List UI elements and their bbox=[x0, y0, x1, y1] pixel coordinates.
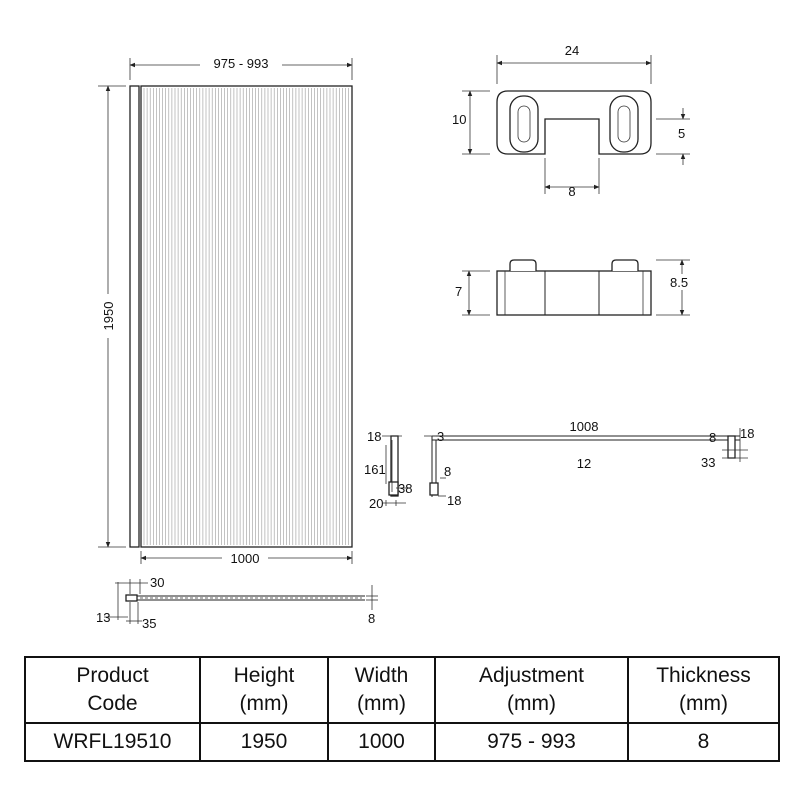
plan-top-offset-label: 30 bbox=[150, 575, 164, 590]
profile-height-label: 161 bbox=[364, 462, 386, 477]
plan-thickness-label: 8 bbox=[368, 611, 375, 626]
bracket-top-view: 24 10 5 8 bbox=[452, 43, 690, 199]
bracket-side-overall-label: 8.5 bbox=[670, 275, 688, 290]
bracket-slot-label: 5 bbox=[678, 126, 685, 141]
wall-profile-strip bbox=[129, 85, 140, 548]
wall-profile-section: 18 161 38 20 bbox=[364, 429, 412, 511]
plan-view: 30 13 35 8 bbox=[96, 575, 378, 631]
header-width: Width(mm) bbox=[327, 656, 436, 724]
profile-side-label: 38 bbox=[398, 481, 412, 496]
technical-drawing: 975 - 993 1950 1000 30 13 35 8 bbox=[96, 43, 754, 631]
arm-diameter-label: 12 bbox=[577, 456, 591, 471]
height-label: 1950 bbox=[101, 302, 116, 331]
flute-lines bbox=[143, 88, 349, 545]
cell-thickness: 8 bbox=[627, 722, 780, 762]
arm-end-gap-label: 33 bbox=[701, 455, 715, 470]
arm-bottom-label: 18 bbox=[447, 493, 461, 508]
header-thickness: Thickness(mm) bbox=[627, 656, 780, 724]
height-dimension: 1950 bbox=[98, 85, 126, 548]
bracket-side-view: 7 8.5 bbox=[455, 259, 694, 316]
adjustment-dimension: 975 - 993 bbox=[129, 54, 353, 80]
bracket-height-label: 10 bbox=[452, 112, 466, 127]
profile-depth-label: 18 bbox=[367, 429, 381, 444]
bracket-notch-label: 8 bbox=[568, 184, 575, 199]
adjustment-label: 975 - 993 bbox=[214, 56, 269, 71]
plan-left-offset-label: 13 bbox=[96, 610, 110, 625]
bracket-side-height-label: 7 bbox=[455, 284, 462, 299]
profile-base-label: 20 bbox=[369, 496, 383, 511]
cell-product-code: WRFL19510 bbox=[24, 722, 201, 762]
cell-adjustment: 975 - 993 bbox=[434, 722, 629, 762]
arm-drop-label: 8 bbox=[444, 464, 451, 479]
plan-bottom-offset-label: 35 bbox=[142, 616, 156, 631]
header-adjustment: Adjustment(mm) bbox=[434, 656, 629, 724]
arm-end-depth-label: 18 bbox=[740, 426, 754, 441]
cell-height: 1950 bbox=[199, 722, 329, 762]
support-arm: 3 1008 12 8 18 8 18 33 bbox=[424, 419, 754, 508]
table-row: WRFL19510 1950 1000 975 - 993 8 bbox=[24, 722, 780, 762]
cell-width: 1000 bbox=[327, 722, 436, 762]
panel-front-view bbox=[129, 85, 353, 548]
bracket-length-label: 24 bbox=[565, 43, 579, 58]
width-dimension: 1000 bbox=[140, 549, 353, 566]
header-height: Height(mm) bbox=[199, 656, 329, 724]
arm-start-label: 3 bbox=[437, 429, 444, 444]
arm-length-label: 1008 bbox=[570, 419, 599, 434]
width-label: 1000 bbox=[231, 551, 260, 566]
arm-end-offset-label: 8 bbox=[709, 430, 716, 445]
